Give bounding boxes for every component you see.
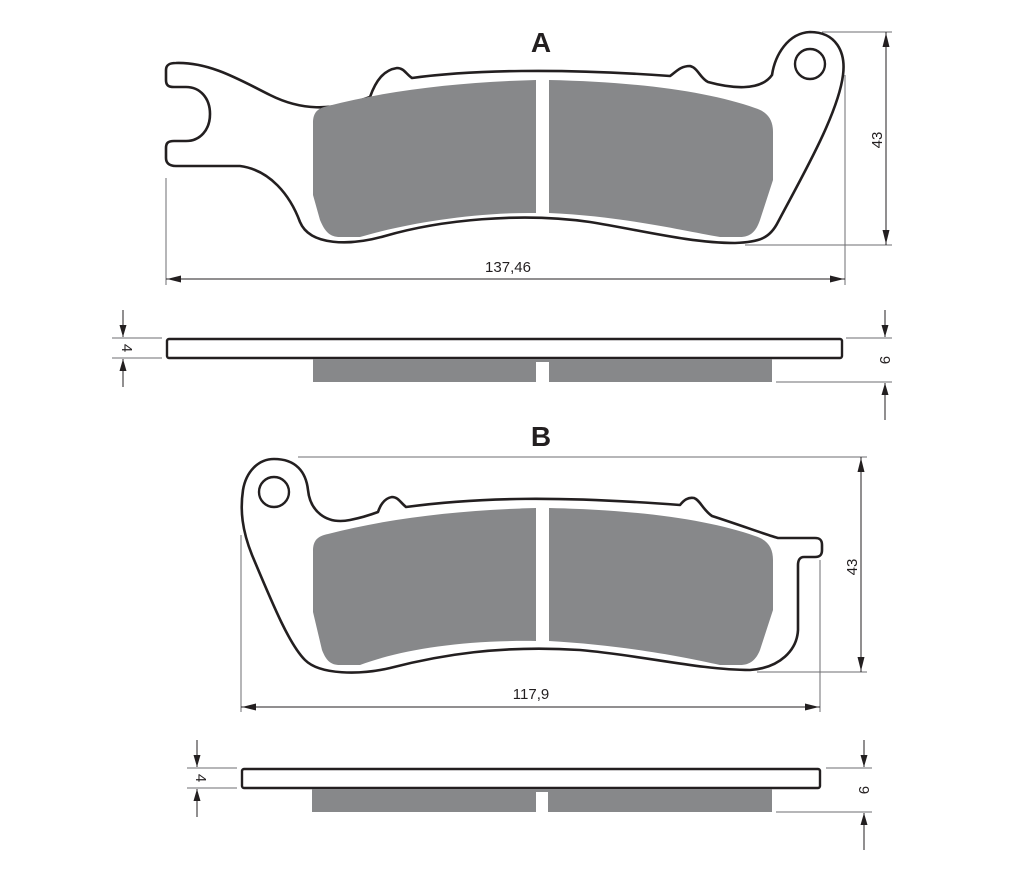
arrow-right-icon: [805, 703, 819, 711]
pad-a-side-friction-left: [313, 359, 536, 382]
pad-b-side-view: 4 9: [187, 740, 872, 850]
arrow-up-icon: [860, 813, 868, 825]
arrow-down-icon: [119, 325, 127, 337]
pad-a-mounting-hole: [793, 47, 827, 81]
pad-b-mounting-hole: [257, 475, 291, 509]
arrow-left-icon: [242, 703, 256, 711]
pad-a-height-value: 43: [869, 132, 886, 149]
arrow-up-icon: [119, 359, 127, 371]
arrow-up-icon: [193, 789, 201, 801]
pad-b-side-gap-base: [536, 789, 548, 792]
pad-b-front-view: B 117,9 43: [240, 421, 867, 712]
arrow-down-icon: [882, 230, 890, 244]
pad-a-side-gap-base: [536, 359, 549, 362]
pad-a-friction-left: [313, 80, 536, 237]
pad-a-total-thickness-value: 9: [876, 356, 893, 364]
pad-b-side-friction-right: [548, 789, 772, 812]
pad-b-width-value: 117,9: [513, 686, 549, 703]
pad-a-side-backplate: [165, 337, 844, 360]
arrow-down-icon: [881, 325, 889, 337]
pad-a-label: A: [531, 27, 551, 58]
arrow-down-icon: [860, 755, 868, 767]
pad-a-front-view: A 137,46 43: [164, 27, 892, 285]
pad-a-side-friction-right: [549, 359, 772, 382]
pad-b-friction-right: [549, 508, 773, 665]
arrow-right-icon: [830, 275, 844, 283]
arrow-down-icon: [857, 657, 865, 671]
arrow-up-icon: [857, 458, 865, 472]
pad-b-backplate-thickness-value: 4: [192, 774, 209, 782]
pad-b-side-backplate: [240, 767, 822, 790]
pad-b-friction-left: [313, 508, 536, 665]
arrow-up-icon: [882, 33, 890, 47]
pad-a-width-value: 137,46: [485, 259, 531, 276]
pad-a-side-view: 4 9: [112, 310, 893, 420]
pad-b-height-value: 43: [844, 559, 861, 576]
pad-b-total-thickness-value: 9: [855, 786, 872, 794]
pad-b-side-friction-left: [312, 789, 536, 812]
pad-a-friction-right: [549, 80, 773, 237]
arrow-down-icon: [193, 755, 201, 767]
pad-a-backplate-thickness-value: 4: [118, 344, 135, 352]
arrow-left-icon: [167, 275, 181, 283]
pad-b-label: B: [531, 421, 551, 452]
arrow-up-icon: [881, 383, 889, 395]
